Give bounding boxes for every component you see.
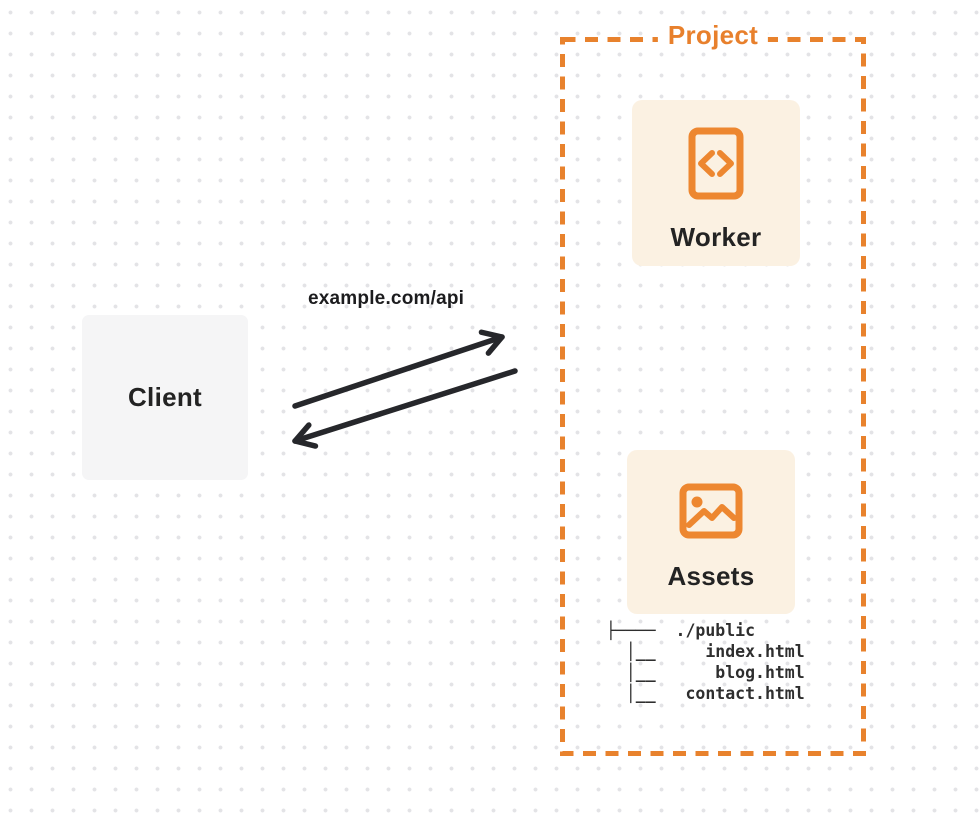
request-arrow	[292, 329, 505, 409]
code-file-icon	[688, 127, 744, 200]
client-node: Client	[82, 315, 248, 480]
tree-line-public: ├──── ./public	[606, 621, 756, 640]
request-url-label: example.com/api	[308, 288, 465, 309]
worker-label: Worker	[670, 222, 762, 252]
tree-line-contact-html: │__ contact.html	[606, 684, 805, 703]
project-container: Project Worker Assets ├──── ./public │__…	[560, 20, 866, 756]
project-dashed-border	[560, 37, 866, 756]
worker-node: Worker	[632, 100, 800, 266]
assets-file-tree: ├──── ./public │__ index.html │__ blog.h…	[606, 620, 805, 704]
assets-node: Assets	[627, 450, 795, 614]
tree-line-blog-html: │__ blog.html	[606, 663, 805, 682]
tree-line-index-html: │__ index.html	[606, 642, 805, 661]
image-icon	[679, 483, 743, 539]
response-arrow	[292, 368, 518, 449]
client-label: Client	[127, 382, 203, 412]
project-label: Project	[657, 20, 769, 51]
assets-label: Assets	[667, 561, 755, 591]
